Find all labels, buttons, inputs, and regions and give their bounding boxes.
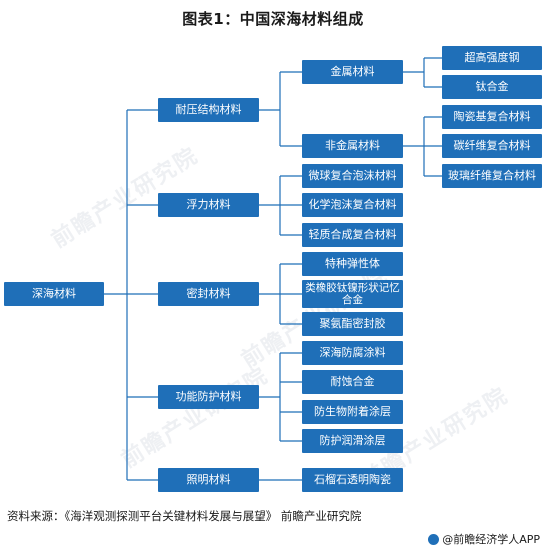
node-pressure-structure: 耐压结构材料 — [158, 98, 259, 122]
node-seal: 密封材料 — [158, 282, 259, 306]
leaf-metal: 钛合金 — [442, 75, 542, 99]
leaf-protection: 防生物附着涂层 — [302, 400, 403, 424]
page-title: 图表1：中国深海材料组成 — [182, 10, 364, 28]
brand-footer: @前瞻经济学人APP — [428, 531, 540, 547]
source-note: 资料来源：《海洋观测探测平台关键材料发展与展望》 前瞻产业研究院 — [7, 509, 362, 523]
node-metal: 金属材料 — [302, 60, 403, 84]
leaf-buoyancy: 微球复合泡沫材料 — [302, 164, 403, 188]
leaf-nonmetal: 陶瓷基复合材料 — [442, 105, 542, 129]
brand-text: @前瞻经济学人APP — [442, 533, 540, 546]
leaf-seal: 特种弹性体 — [302, 252, 403, 276]
leaf-buoyancy: 轻质合成复合材料 — [302, 223, 403, 247]
leaf-seal: 类橡胶钛镍形状记忆合金 — [302, 280, 403, 308]
node-protection: 功能防护材料 — [158, 385, 259, 409]
leaf-lighting: 石榴石透明陶瓷 — [302, 468, 403, 492]
leaf-buoyancy: 化学泡沫复合材料 — [302, 193, 403, 217]
leaf-protection: 耐蚀合金 — [302, 370, 403, 394]
leaf-nonmetal: 玻璃纤维复合材料 — [442, 164, 542, 188]
brand-logo-icon — [428, 533, 440, 545]
node-lighting: 照明材料 — [158, 468, 259, 492]
leaf-nonmetal: 碳纤维复合材料 — [442, 134, 542, 158]
leaf-protection: 防护润滑涂层 — [302, 429, 403, 453]
leaf-seal: 聚氨酯密封胶 — [302, 312, 403, 336]
node-root: 深海材料 — [4, 282, 104, 306]
leaf-protection: 深海防腐涂料 — [302, 341, 403, 365]
leaf-metal: 超高强度钢 — [442, 46, 542, 70]
node-nonmetal: 非金属材料 — [302, 134, 403, 158]
node-buoyancy: 浮力材料 — [158, 193, 259, 217]
